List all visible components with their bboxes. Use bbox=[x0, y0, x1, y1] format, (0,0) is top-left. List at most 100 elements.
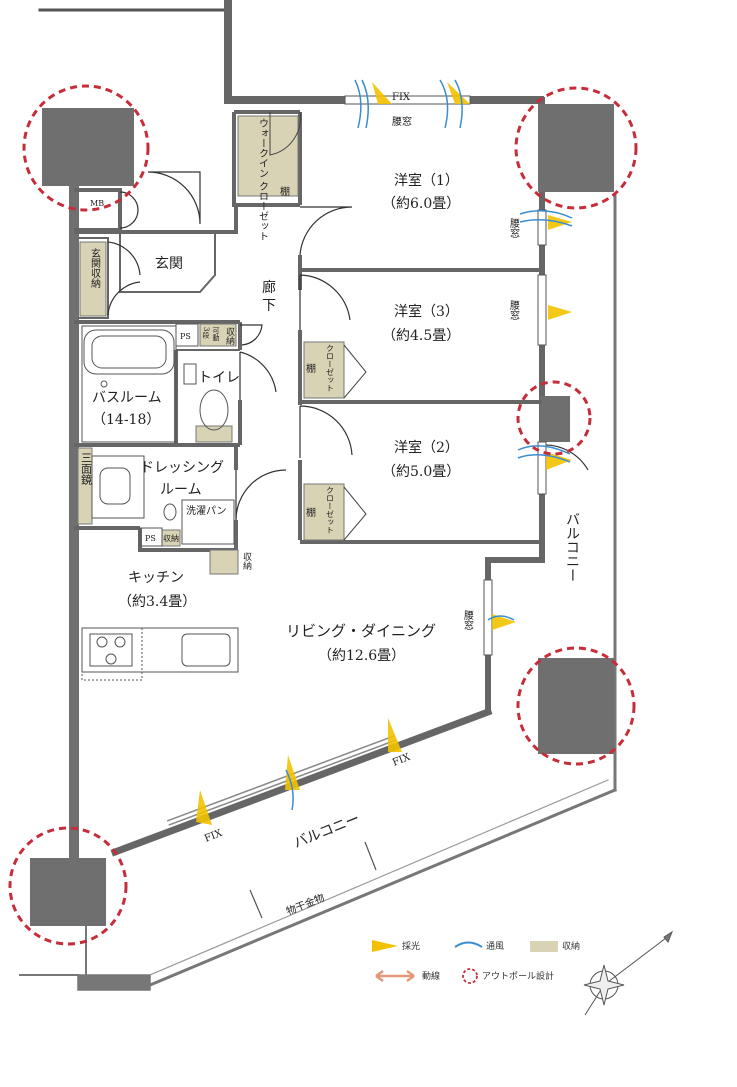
door-bed3 bbox=[299, 274, 351, 330]
room-balcony-bottom: バルコニー bbox=[292, 811, 363, 852]
outpole-bottom-left bbox=[8, 826, 128, 946]
outpole-top-left bbox=[22, 84, 150, 212]
door-mb bbox=[119, 191, 139, 229]
room-corridor-1: 廊 bbox=[262, 279, 276, 296]
room-toilet: トイレ bbox=[198, 370, 240, 386]
bath-drain bbox=[100, 380, 108, 388]
wall-entrance-step bbox=[119, 232, 216, 293]
door-genkan-storage bbox=[107, 241, 141, 316]
label-three-mirror: 三面鏡 bbox=[80, 452, 93, 486]
label-shelf-wic: 棚 bbox=[280, 185, 290, 198]
pillars bbox=[30, 104, 614, 926]
label-fix-living-1: FIX bbox=[203, 828, 225, 845]
room-western1-name: 洋室（1） bbox=[394, 172, 459, 189]
label-waist-window-living: 腰窓 bbox=[462, 610, 474, 630]
legend: 採光 通風 収納 動線 アウトポール設計 bbox=[372, 940, 580, 984]
kitchen-stove bbox=[89, 633, 133, 667]
window-bed1 bbox=[537, 209, 547, 246]
storage-areas bbox=[77, 115, 345, 575]
label-closet-2: クローゼット bbox=[326, 486, 335, 534]
room-balcony-right: バルコニー bbox=[564, 512, 580, 582]
toilet-tank bbox=[183, 363, 197, 385]
door-bed1 bbox=[299, 206, 353, 256]
compass-needle bbox=[584, 934, 671, 1016]
compass bbox=[583, 930, 674, 1016]
label-waist-window-r1: 腰窓 bbox=[508, 218, 520, 238]
balcony-edge-bottom-inner bbox=[149, 779, 609, 976]
label-walk-in-closet: ウォークイン クローゼット bbox=[257, 118, 269, 241]
balcony-bottom-left bbox=[77, 974, 151, 991]
kitchen-counter-dash bbox=[81, 627, 143, 681]
pillar-top-left bbox=[42, 108, 134, 186]
legend-circulation-icon bbox=[375, 969, 415, 983]
wall-genkan-storage bbox=[78, 237, 109, 319]
door-dressing bbox=[235, 469, 287, 521]
legend-outpole-icon bbox=[462, 968, 478, 984]
vanity-basin bbox=[99, 467, 131, 505]
closet-doors bbox=[269, 111, 367, 541]
outpole-circles bbox=[8, 84, 638, 946]
legend-storage: 収納 bbox=[562, 940, 580, 952]
door-storage bbox=[240, 324, 263, 346]
fixtures bbox=[81, 323, 239, 681]
legend-daylight-icon bbox=[372, 940, 398, 952]
pillar-living-right bbox=[538, 658, 614, 754]
room-entrance: 玄関 bbox=[155, 255, 183, 272]
label-storage-bath: 収納 bbox=[224, 326, 235, 346]
window-living-side bbox=[483, 579, 493, 656]
room-kitchen-name: キッチン bbox=[128, 570, 184, 586]
label-fix-top: FIX bbox=[392, 92, 411, 103]
bottom-left-line bbox=[19, 919, 87, 976]
balcony-edge-bottom bbox=[148, 788, 617, 987]
clothes-hanger-bars bbox=[249, 841, 377, 919]
room-western1-size: （約6.0畳） bbox=[382, 196, 460, 212]
door-toilet bbox=[239, 351, 277, 400]
vanity bbox=[91, 455, 145, 519]
label-shelf-3: 棚 bbox=[306, 362, 316, 375]
room-living-name: リビング・ダイニング bbox=[286, 622, 436, 640]
room-dressing-2: ルーム bbox=[160, 482, 202, 498]
wall-top-left bbox=[38, 8, 228, 27]
storage-closet-3 bbox=[303, 341, 345, 399]
legend-ventilation-icon bbox=[454, 941, 483, 948]
storage-wic bbox=[237, 115, 299, 197]
window-bed3 bbox=[537, 274, 547, 346]
room-western3-name: 洋室（3） bbox=[394, 303, 459, 320]
storage-toilet bbox=[195, 425, 233, 443]
label-washer-pan: 洗濯パン bbox=[186, 505, 227, 517]
kitchen-counter bbox=[81, 627, 239, 673]
storage-kitchen-shelf bbox=[209, 549, 239, 575]
ps-bath bbox=[175, 323, 199, 347]
label-closet-3: クローゼット bbox=[326, 344, 335, 392]
pillar-bottom-left bbox=[30, 858, 106, 926]
legend-storage-icon bbox=[530, 941, 558, 952]
legend-ventilation: 通風 bbox=[486, 941, 504, 952]
door-entrance bbox=[147, 171, 201, 225]
room-bathroom-size: （14-18） bbox=[92, 412, 160, 428]
outpole-mid-right bbox=[516, 380, 592, 456]
label-ps-bath: PS bbox=[180, 332, 191, 341]
washer-pan bbox=[181, 499, 235, 545]
window-top bbox=[344, 95, 471, 105]
label-mb: MB bbox=[90, 199, 104, 208]
legend-daylight: 採光 bbox=[402, 940, 420, 952]
room-western2-name: 洋室（2） bbox=[394, 439, 459, 456]
label-waist-window-r3: 腰窓 bbox=[508, 300, 520, 320]
pillar-mid-right bbox=[540, 396, 570, 442]
wall-diagonal bbox=[110, 707, 493, 857]
ps-kitchen bbox=[139, 527, 163, 547]
compass-north-arrow bbox=[663, 930, 674, 943]
bath-floor bbox=[81, 325, 177, 443]
room-living-size: （約12.6畳） bbox=[318, 648, 405, 664]
wall-right-living bbox=[485, 557, 545, 713]
washer-drain bbox=[163, 503, 177, 521]
compass-star bbox=[583, 964, 625, 1006]
label-movable: 可動 bbox=[212, 327, 220, 342]
room-dressing-1: ドレッシング bbox=[140, 460, 224, 476]
outpole-top-right bbox=[514, 86, 638, 210]
bathtub-inner bbox=[91, 335, 167, 369]
bathtub bbox=[83, 329, 175, 375]
label-three-shelves: 3段 bbox=[202, 327, 210, 340]
wall-entrance-top bbox=[74, 205, 238, 234]
